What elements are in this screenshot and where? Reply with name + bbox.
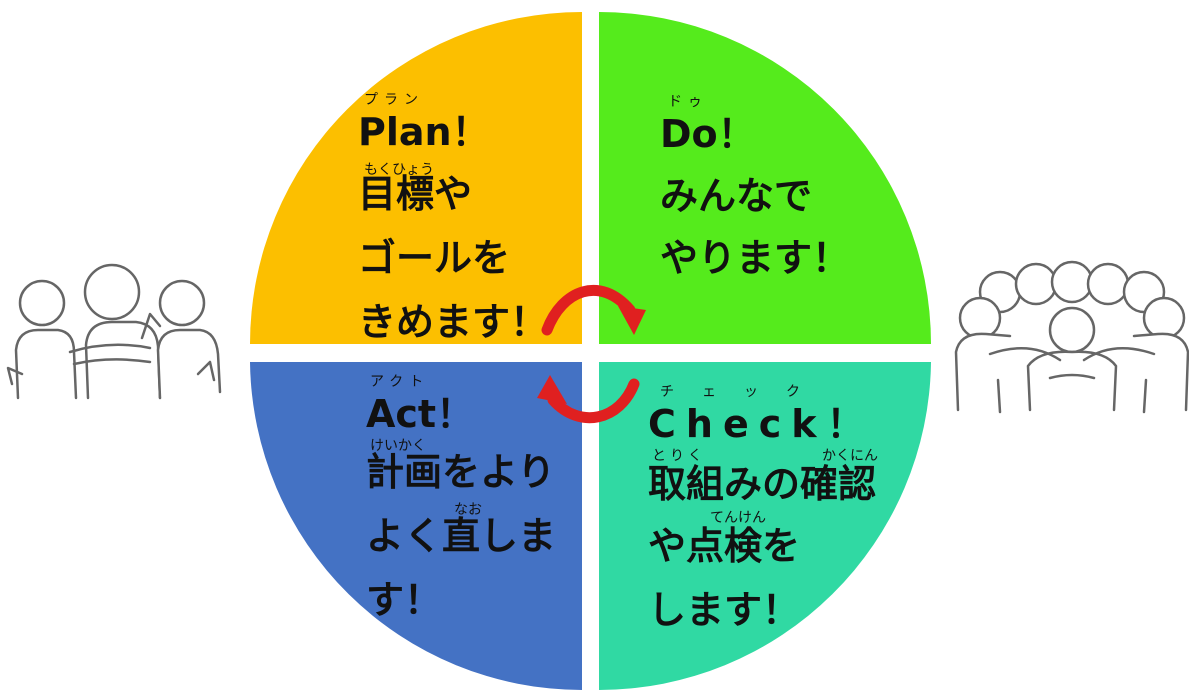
check-title: Check！ (648, 402, 875, 446)
check-ruby-kakunin: かくにん (822, 448, 878, 464)
do-quadrant (599, 12, 931, 344)
do-ruby-title: ドゥ (668, 94, 708, 110)
group-huddle-icon (954, 260, 1189, 414)
check-ruby-title: チェック (660, 384, 828, 400)
check-ruby-tenken: てんけん (710, 510, 766, 526)
act-title: Act！ (366, 392, 475, 436)
act-ruby-keikaku: けいかく (370, 438, 426, 454)
do-line-2: やります！ (660, 236, 851, 280)
check-line-3: します！ (648, 588, 801, 632)
act-quadrant (250, 362, 582, 690)
check-line-2: や点検を (648, 524, 801, 568)
cycle-arrows-icon (537, 284, 646, 424)
plan-title: Plan！ (358, 110, 490, 154)
do-title: Do！ (660, 112, 756, 156)
plan-ruby-title: プラン (364, 92, 424, 108)
plan-quadrant (250, 12, 582, 344)
do-line-1: みんなで (660, 174, 813, 218)
act-line-2: よく直しま (366, 514, 557, 558)
act-ruby-nao: なお (454, 502, 482, 518)
plan-line-1: 目標や (358, 172, 473, 216)
act-ruby-title: アクト (370, 374, 430, 390)
plan-line-3: きめます！ (358, 300, 549, 344)
act-line-3: す！ (366, 578, 443, 622)
cycle-arrow-bottom (547, 378, 640, 424)
check-line-1: 取組みの確認 (648, 462, 877, 506)
cycle-arrowhead-top (618, 306, 646, 335)
cycle-arrow-top (541, 284, 636, 336)
cycle-arrowhead-bottom (537, 375, 567, 404)
check-quadrant (599, 362, 931, 691)
check-ruby-torikumi: とりく (652, 448, 706, 464)
plan-line-2: ゴールを (358, 236, 511, 280)
plan-ruby-goal: もくひょう (364, 162, 434, 178)
act-line-1: 計画をより (366, 450, 556, 494)
people-talking-icon (6, 263, 222, 400)
